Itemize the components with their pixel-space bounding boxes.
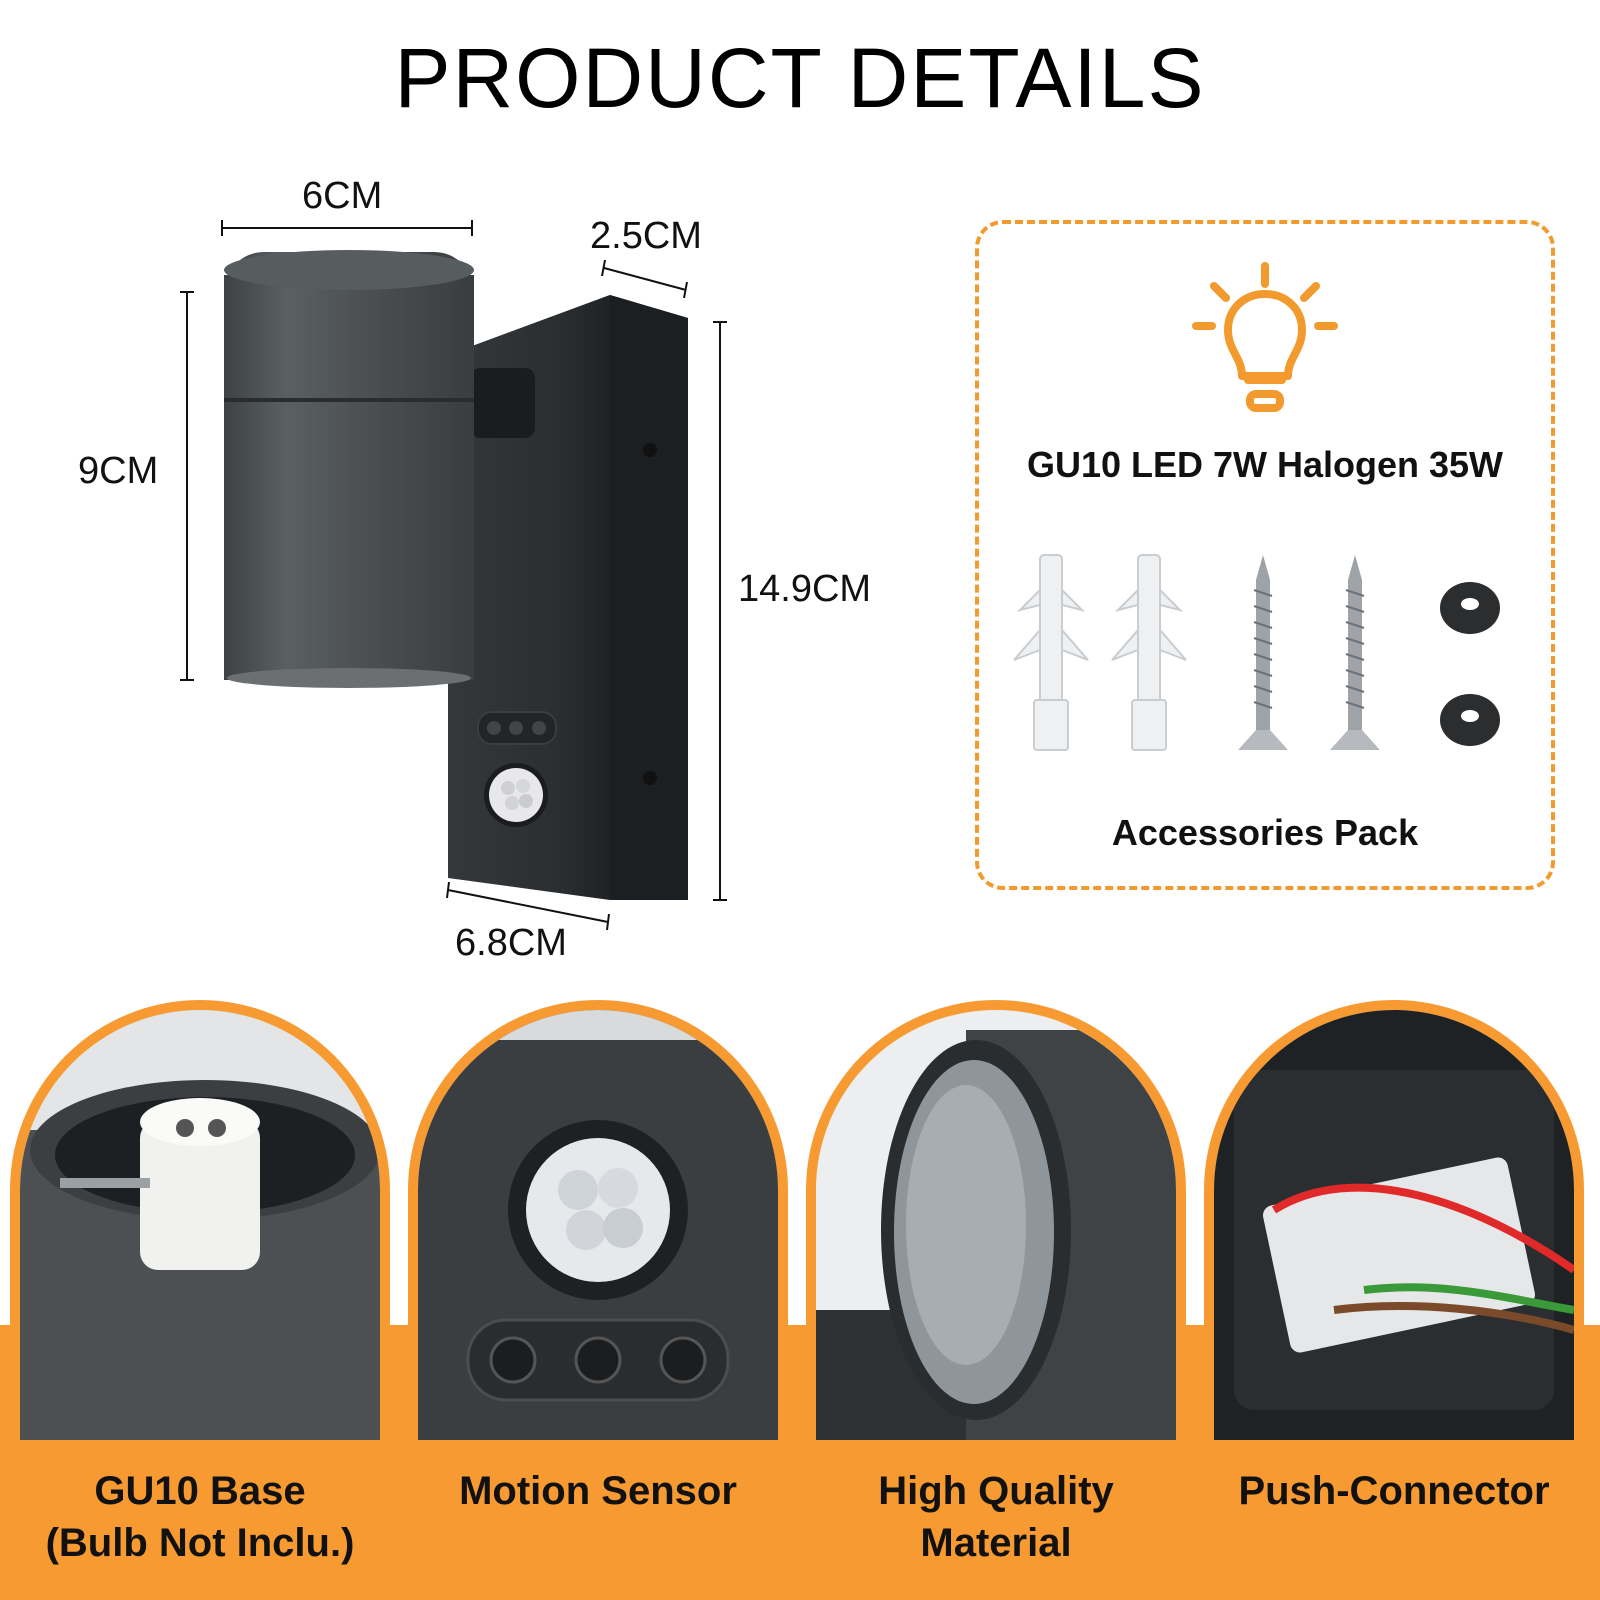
pir-sensor-icon [484,763,548,827]
gu10-base-image [20,1010,380,1440]
wall-plug-icon [1013,554,1089,751]
accessories-box [975,220,1555,890]
screw-icon [1330,555,1380,750]
feature-card-gu10-base [10,1000,390,1450]
lightbulb-icon [1192,262,1338,412]
wall-plug-icon [1111,554,1187,751]
screw-icon [1238,555,1288,750]
dim-top-width: 6CM [302,175,383,217]
dim-base-width: 6.8CM [455,922,567,964]
plate-screw-icon [643,443,657,457]
plate-screw-icon [643,771,657,785]
push-connector-image [1214,1010,1574,1440]
lamp-arm [470,368,535,438]
feature-label-push-connector: Push-Connector [1238,1469,1550,1513]
bulb-spec: GU10 LED 7W Halogen 35W [1026,444,1504,485]
lamp-diagram [180,220,727,931]
page-title: PRODUCT DETAILS [394,31,1206,125]
feature-label-motion-sensor: Motion Sensor [459,1469,737,1513]
high-quality-material-image [816,1010,1176,1440]
lamp-backplate [448,295,688,900]
feature-card-motion-sensor [408,1000,788,1450]
motion-sensor-image [418,1010,778,1440]
dim-total-height: 14.9CM [738,568,872,610]
accessories-parts [1013,554,1500,751]
feature-label-high-quality: High Quality Material [878,1469,1114,1565]
washer-icon [1440,582,1500,634]
dim-head-height: 9CM [78,450,159,492]
feature-card-high-quality [806,1000,1186,1450]
washer-icon [1440,694,1500,746]
dimension-lines [180,220,727,931]
dim-depth: 2.5CM [590,215,702,257]
sensor-knobs-icon [477,711,557,745]
feature-card-push-connector [1204,1000,1584,1450]
accessories-pack-label: Accessories Pack [1111,812,1419,853]
lamp-head [224,250,474,688]
feature-label-gu10-base: GU10 Base (Bulb Not Inclu.) [45,1469,355,1565]
